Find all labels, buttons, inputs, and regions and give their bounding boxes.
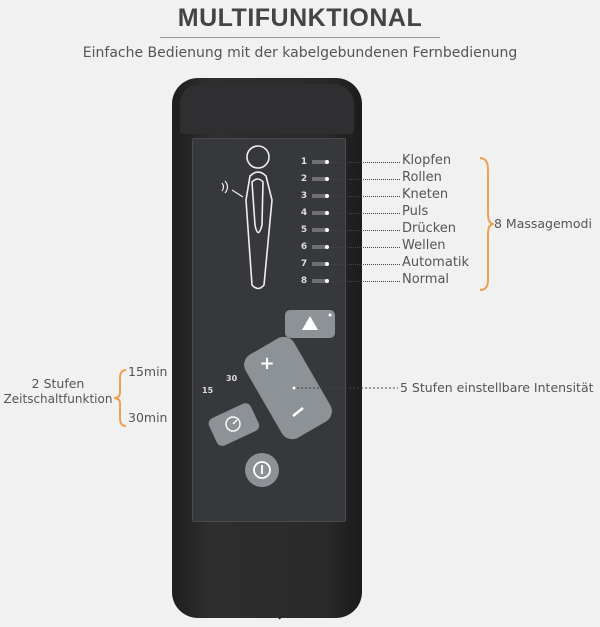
timer-button [208, 403, 260, 446]
mode-label: Rollen [402, 170, 442, 185]
mode-led-indicator [312, 279, 329, 283]
mode-label: Kneten [402, 187, 449, 202]
timer-option-30: 30min [128, 410, 168, 425]
timer-label-line1: 2 Stufen [31, 376, 85, 391]
minus-icon [292, 407, 304, 417]
mode-label: Drücken [402, 221, 457, 236]
mode-number: 1 [300, 157, 308, 167]
modes-group-label: 8 Massagemodi [494, 216, 592, 231]
mode-led-indicator [312, 177, 329, 181]
mode-led-indicator [312, 194, 329, 198]
mode-label: Normal [402, 272, 450, 287]
remote-top-cap [180, 84, 354, 134]
mode-number: 7 [300, 259, 308, 269]
mode-led-indicator [312, 245, 329, 249]
vibration-icon [221, 180, 244, 198]
mode-leader-line [330, 179, 400, 180]
page-title: MULTIFUNKTIONAL [177, 4, 423, 32]
mode-label: Klopfen [402, 153, 452, 168]
mode-number: 4 [300, 208, 308, 218]
panel-label-15: 15 [202, 386, 214, 395]
mode-number: 8 [300, 276, 308, 286]
plus-icon: + [259, 353, 274, 374]
mode-number: 2 [300, 174, 308, 184]
mode-leader-line [330, 264, 400, 265]
mode-leader-line [330, 162, 400, 163]
mode-number: 6 [300, 242, 308, 252]
panel-label-30: 30 [226, 374, 238, 383]
mode-leader-line [330, 230, 400, 231]
mode-leader-line [330, 281, 400, 282]
modes-brace [479, 157, 495, 291]
up-arrow-icon [302, 316, 318, 330]
remote-graphics: + [113, 145, 495, 487]
mode-label: Puls [402, 204, 429, 219]
mode-leader-line [330, 247, 400, 248]
mode-led-indicator [312, 262, 329, 266]
timer-icon [225, 416, 241, 432]
timer-option-15: 15min [128, 364, 168, 379]
title-divider [160, 37, 440, 38]
mode-label: Wellen [402, 238, 446, 253]
body-figure-icon [245, 145, 273, 290]
mode-leader-line [330, 196, 400, 197]
mode-led-indicator [312, 160, 329, 164]
mode-leader-line [330, 213, 400, 214]
power-icon [253, 461, 271, 479]
mode-led-indicator [312, 211, 329, 215]
timer-brace [113, 369, 127, 427]
mode-number: 3 [300, 191, 308, 201]
mode-label: Automatik [402, 255, 470, 270]
subtitle: Einfache Bedienung mit der kabelgebunden… [82, 45, 518, 61]
mode-number: 5 [300, 225, 308, 235]
mode-led-indicator [312, 228, 329, 232]
intensity-label: 5 Stufen einstellbare Intensität [400, 380, 594, 395]
timer-label-line2: Zeitschaltfunktion [3, 392, 113, 406]
intensity-rocker [244, 336, 332, 440]
